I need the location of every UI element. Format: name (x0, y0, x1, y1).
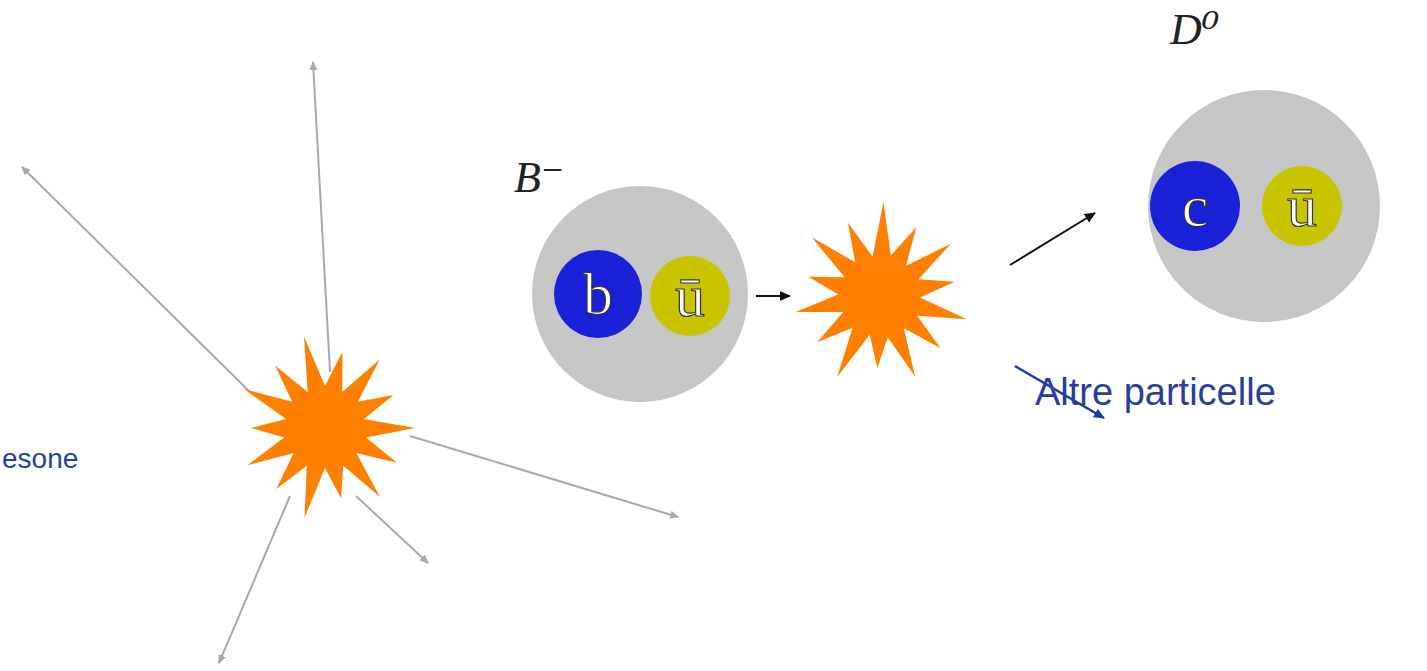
meson-circle: B⁻bū (532, 186, 748, 402)
meson-name: D⁰ (1170, 8, 1219, 52)
quark-symbol: b (554, 250, 642, 338)
quark-symbol: ū (1262, 166, 1342, 246)
quark-circle: b (554, 250, 642, 338)
antiquark-circle: ū (650, 256, 730, 336)
decay-arrow (1010, 213, 1095, 265)
explosion (244, 336, 415, 517)
cut-label: esone (2, 444, 78, 475)
quark-symbol: ū (650, 256, 730, 336)
quark-symbol: c (1150, 161, 1240, 251)
decay-arrow (756, 295, 790, 297)
particle-label: Altre particelle (1035, 372, 1276, 414)
meson-name: B⁻ (514, 156, 564, 200)
meson-circle: D⁰cū (1148, 90, 1380, 322)
quark-circle: c (1150, 161, 1240, 251)
antiquark-circle: ū (1262, 166, 1342, 246)
explosion (778, 187, 990, 406)
